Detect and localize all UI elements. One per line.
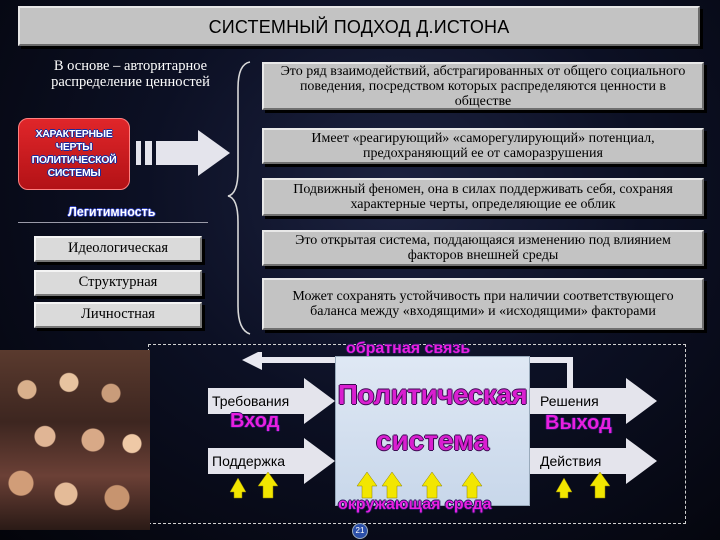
statement-4: Это открытая система, поддающаяся измене… (262, 230, 704, 266)
feedback-label: обратная связь (346, 340, 471, 357)
slide-title: СИСТЕМНЫЙ ПОДХОД Д.ИСТОНА (208, 17, 510, 37)
curly-brace-icon (227, 61, 251, 335)
demands-arrow-icon (208, 378, 335, 424)
crowd-photo (0, 350, 150, 530)
output-label: Выход (545, 412, 612, 434)
political-system-box: Политическая система (335, 356, 530, 506)
actions-arrow-icon (530, 438, 657, 484)
statement-1: Это ряд взаимодействий, абстрагированных… (262, 62, 704, 110)
slide-title-bar: СИСТЕМНЫЙ ПОДХОД Д.ИСТОНА (18, 6, 700, 46)
actions-label: Действия (540, 453, 602, 469)
political-system-title-line1: Политическая (337, 379, 528, 410)
legitimacy-underline (18, 222, 208, 223)
support-arrow-icon (208, 438, 335, 484)
environment-label: окружающая среда (338, 496, 492, 513)
page-number: 21 (352, 523, 368, 539)
type-personal: Личностная (34, 302, 202, 328)
statement-5: Может сохранять устойчивость при наличии… (262, 278, 704, 330)
environment-arrows-icon (229, 471, 611, 499)
decisions-label: Решения (540, 393, 599, 409)
decisions-arrow-icon (530, 378, 657, 424)
demands-label: Требования (212, 393, 290, 409)
support-label: Поддержка (212, 453, 286, 469)
base-text: В основе – авторитарное распределение це… (51, 58, 210, 90)
striped-arrow-icon (136, 130, 230, 176)
statement-2: Имеет «реагирующий» «саморегулирующий» п… (262, 128, 704, 164)
legitimacy-label: Легитимность (68, 205, 156, 219)
input-label: Вход (230, 410, 280, 432)
type-ideological: Идеологическая (34, 236, 202, 262)
political-system-title-line2: система (375, 425, 490, 456)
features-badge-label: Характерные черты политической системы (31, 128, 117, 179)
statement-3: Подвижный феномен, она в силах поддержив… (262, 178, 704, 216)
type-structural: Структурная (34, 270, 202, 296)
features-badge: Характерные черты политической системы (18, 118, 130, 190)
